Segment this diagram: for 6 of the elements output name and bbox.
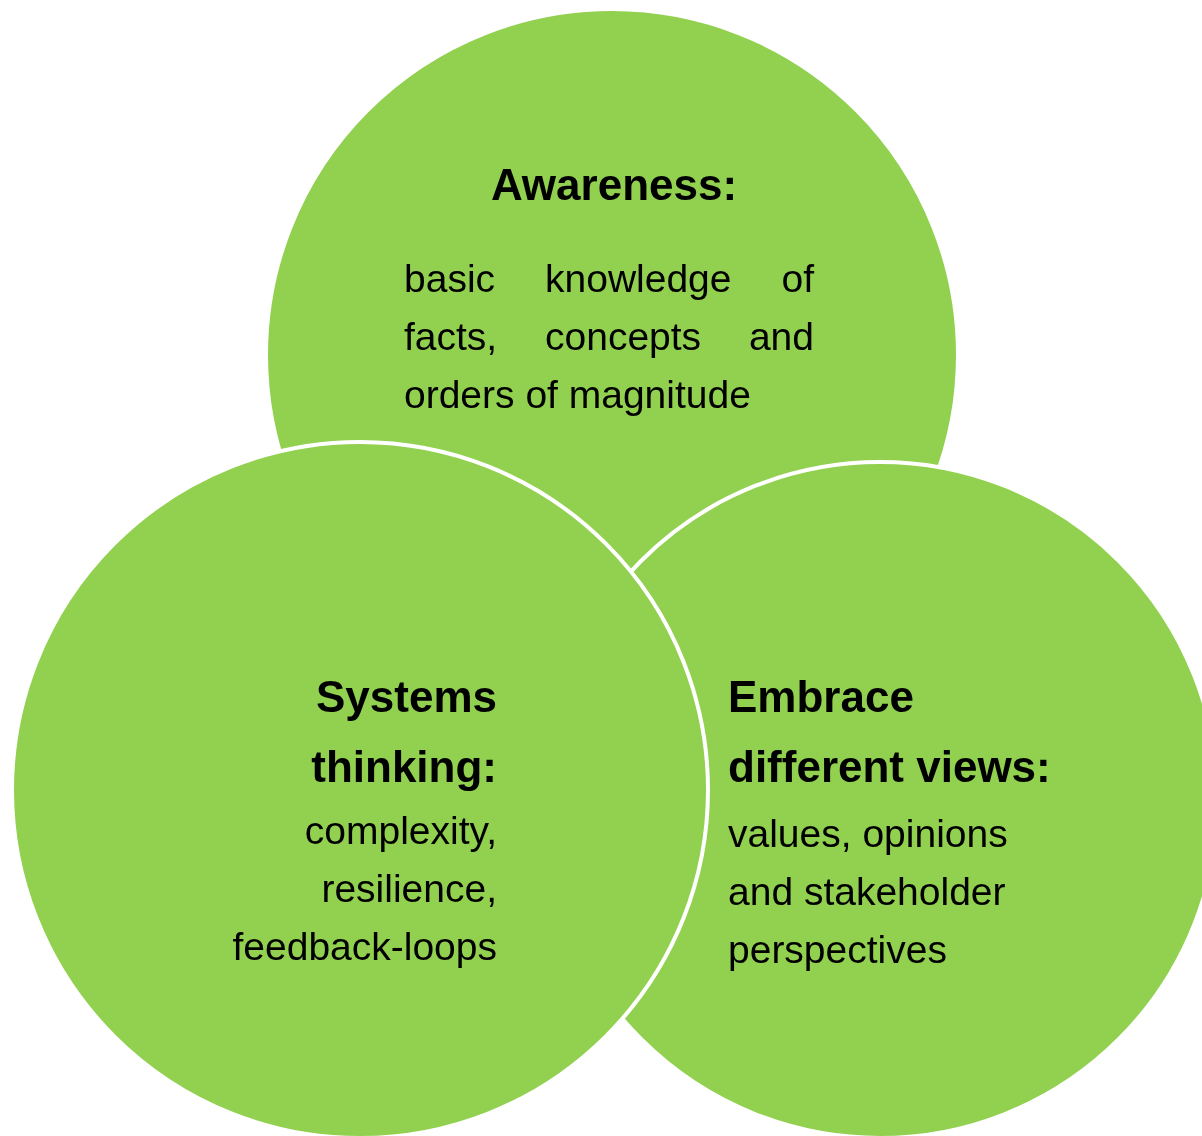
body-text: complexity, resilience, feedback-loops [231,808,497,970]
heading: Awareness: [489,159,739,211]
heading: Systems thinking: [310,671,497,793]
body-text: basic knowledge of facts, concepts and orders of magnitude [404,256,814,418]
body-text: values, opinions and stakeholder perspectives [728,811,1009,973]
heading: Embrace different views: [728,671,1052,793]
